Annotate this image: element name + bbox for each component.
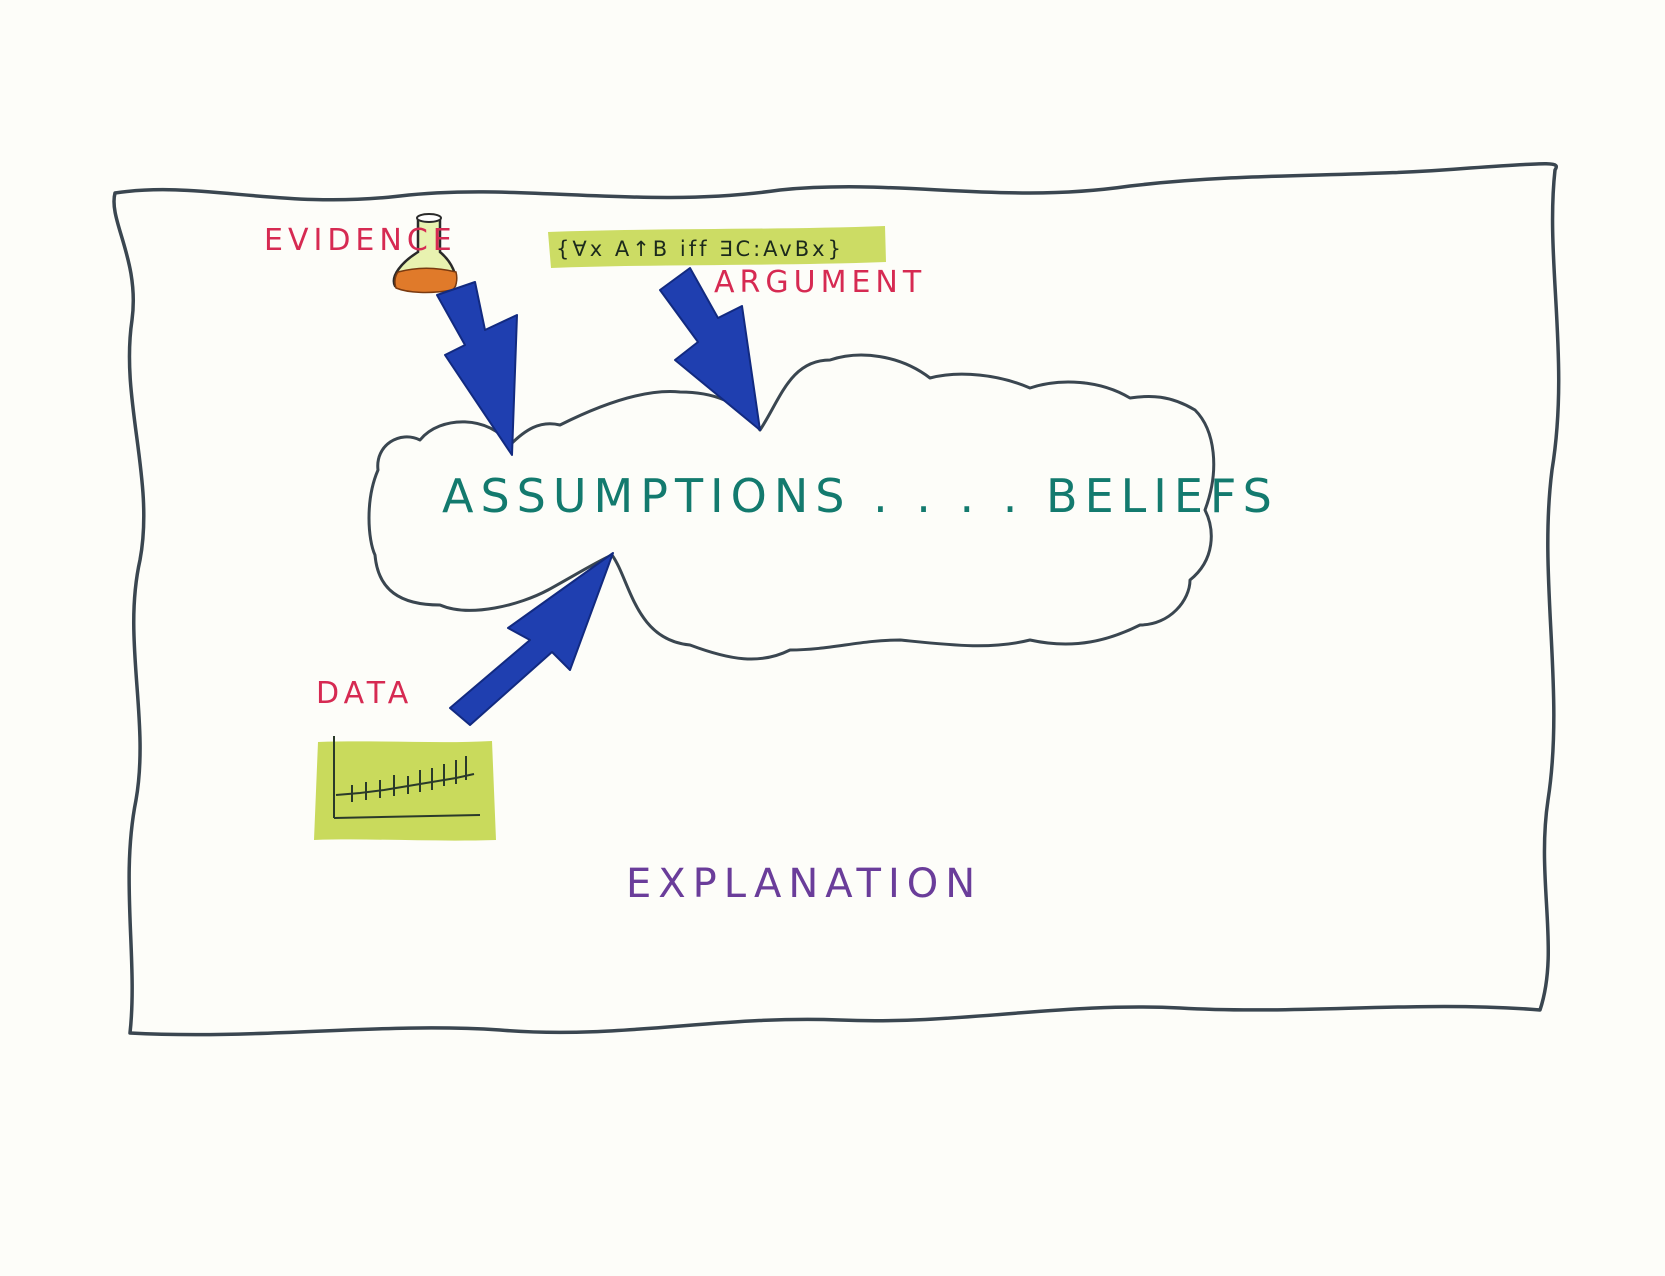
chart-icon — [333, 736, 481, 819]
explanation-frame — [112, 162, 1561, 1037]
explanation-label: EXPLANATION — [626, 861, 982, 907]
flask-icon — [392, 213, 458, 294]
argument-label: ARGUMENT — [714, 265, 926, 300]
argument-arrow — [659, 267, 761, 431]
formula-text: {∀x A↑B iff ∃C:AvBx} — [556, 237, 844, 261]
data-arrow — [449, 552, 614, 726]
evidence-label: EVIDENCE — [264, 223, 457, 258]
cloud-text: ASSUMPTIONS . . . . BELIEFS — [442, 469, 1279, 523]
data-label: DATA — [316, 676, 413, 711]
formula-highlight — [548, 226, 886, 268]
chart-highlight — [314, 741, 496, 841]
beliefs-cloud — [367, 353, 1216, 661]
evidence-arrow — [436, 281, 518, 456]
